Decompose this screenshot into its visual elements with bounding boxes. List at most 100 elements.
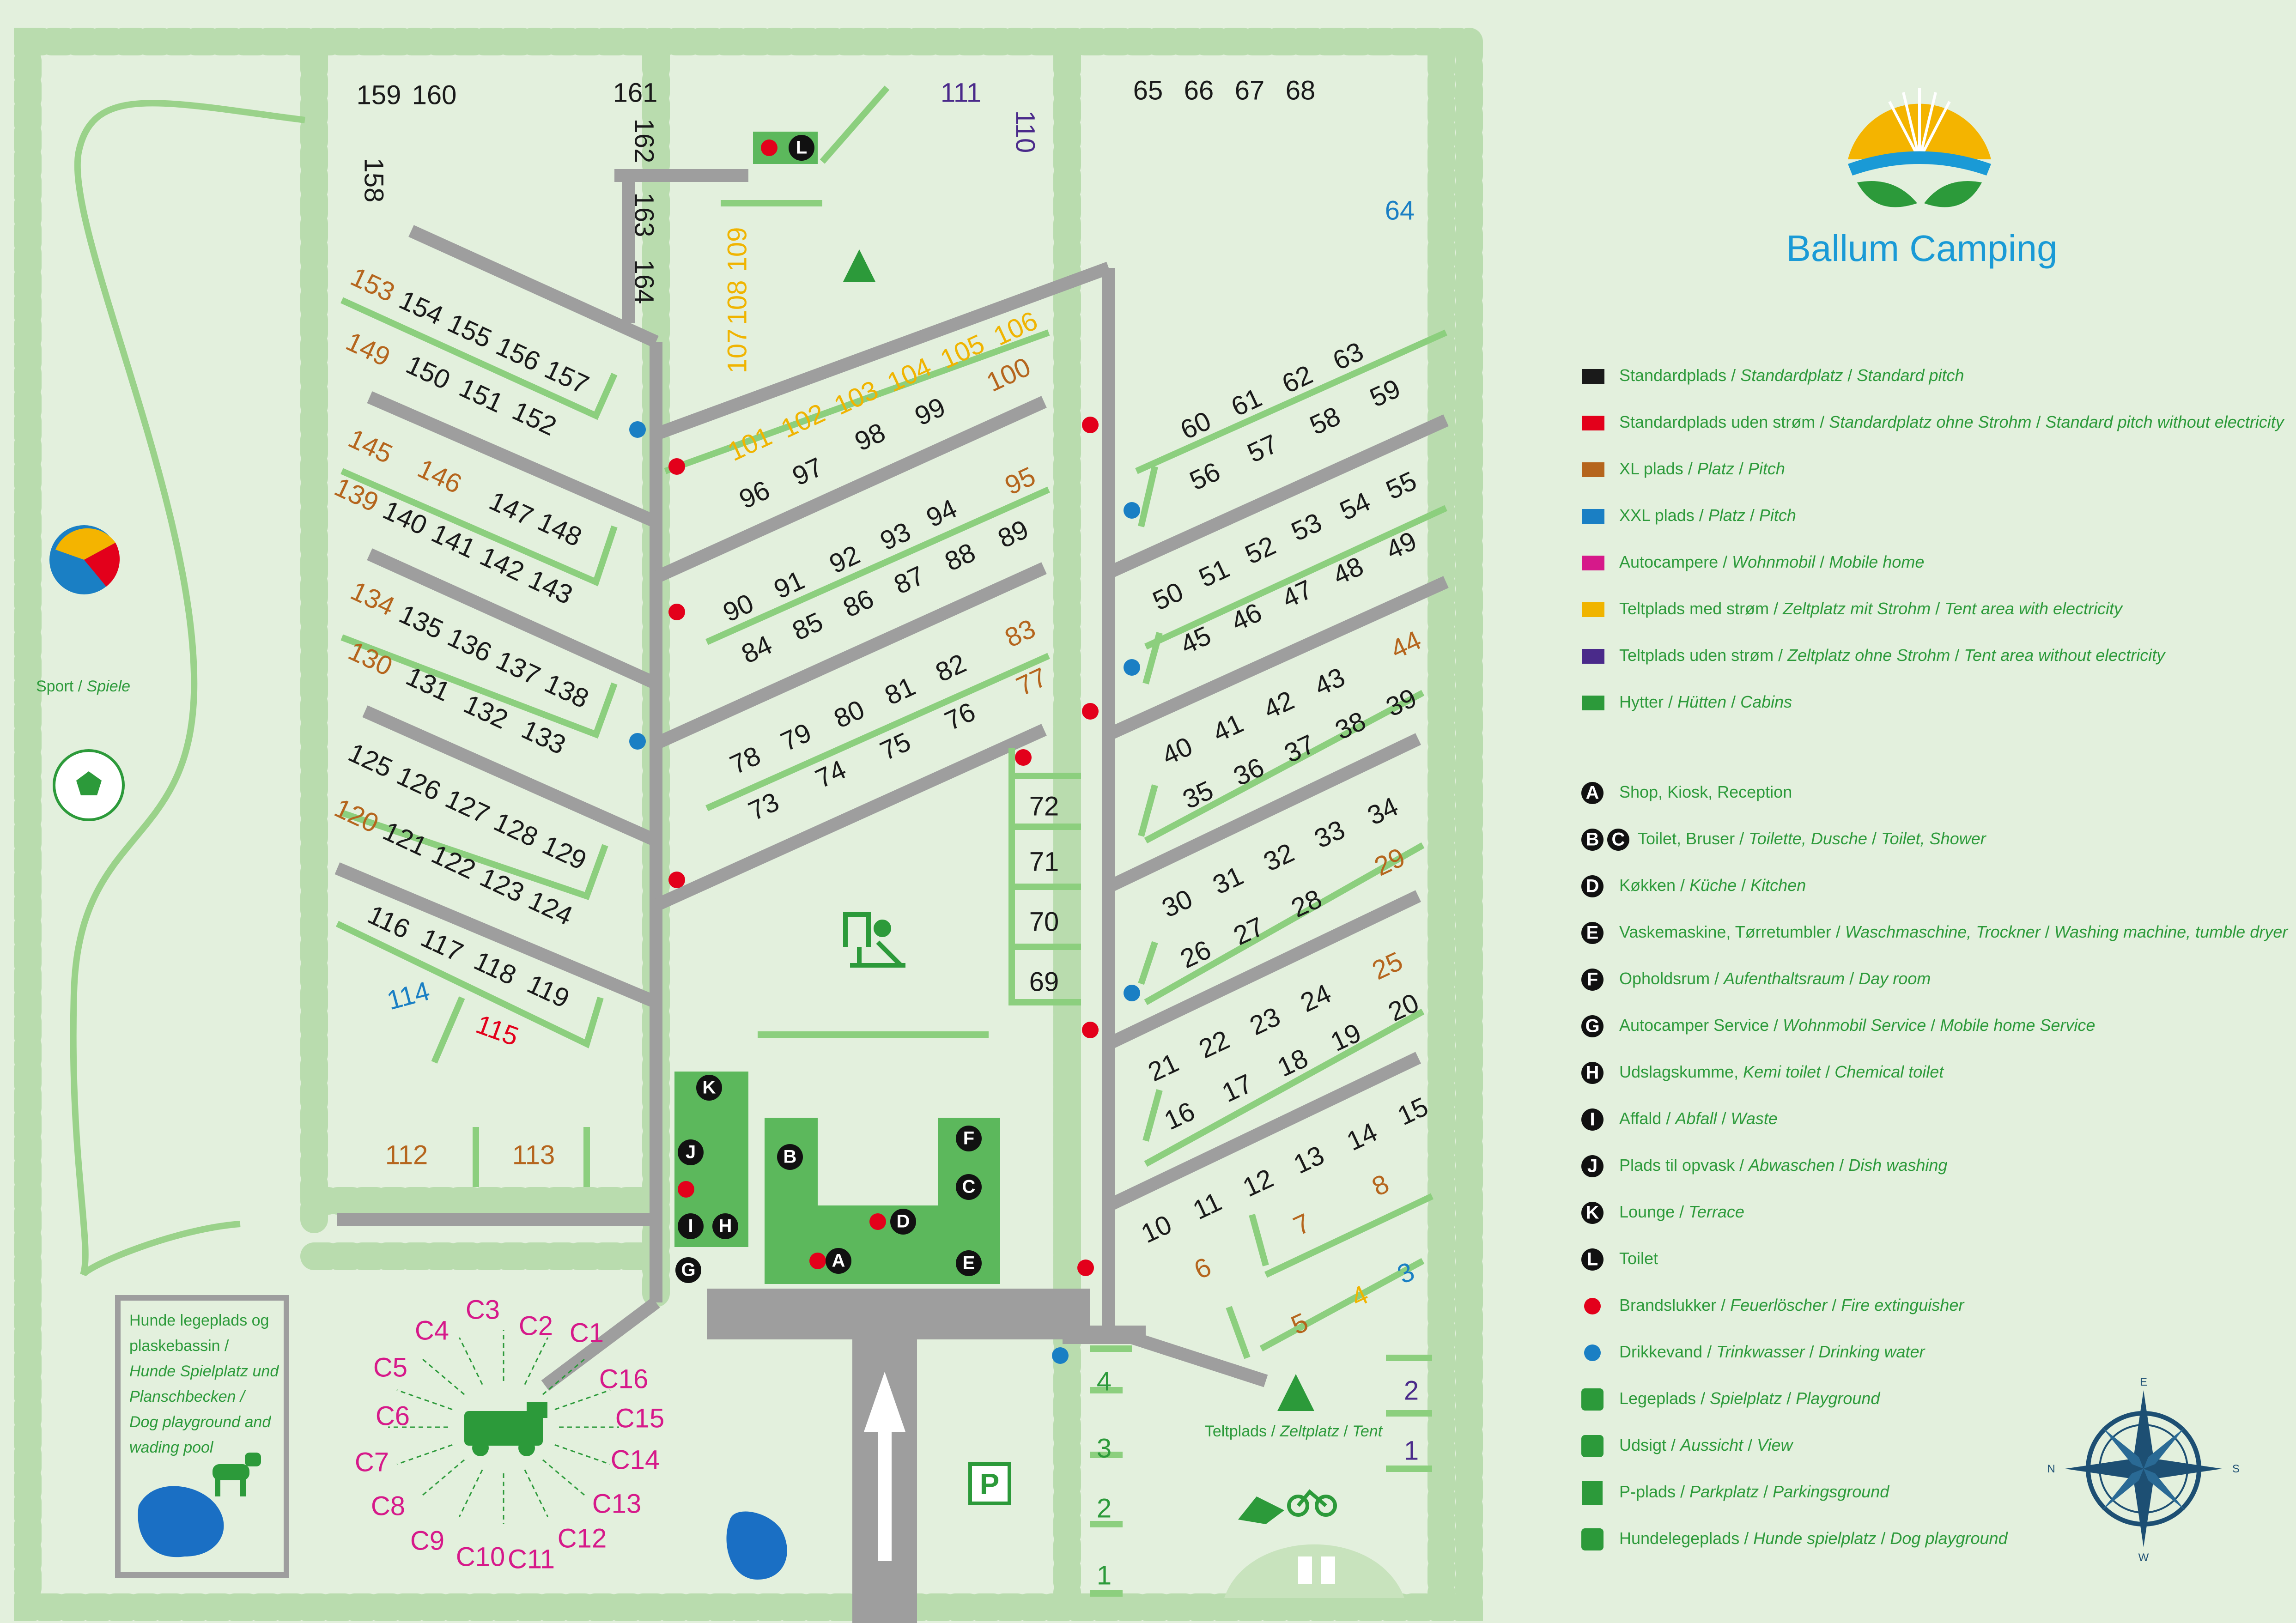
legend-text: Hundelegeplads / Hunde spielplatz / Dog … <box>1619 1529 2008 1548</box>
pitch-number: 4 <box>1097 1366 1112 1396</box>
pitch-number: 160 <box>412 80 457 110</box>
legend-facility-icon <box>1581 1108 1604 1131</box>
pitch-number: C7 <box>355 1447 389 1477</box>
fire-extinguisher-icon <box>1082 1022 1099 1038</box>
legend-text: Udsigt / Aussicht / View <box>1619 1435 1794 1454</box>
legend-facility-icon <box>1607 829 1629 851</box>
pitch-number: C10 <box>456 1542 505 1572</box>
pitch-number: 72 <box>1029 791 1059 821</box>
dog-area-line: plaskebassin / <box>129 1337 229 1355</box>
facility-g-icon <box>675 1257 701 1283</box>
dog-icon <box>1581 1528 1604 1550</box>
fire-extinguisher-icon <box>1082 417 1099 433</box>
dog-area-line: Hunde Spielplatz und <box>129 1363 279 1380</box>
map-markers <box>629 139 1140 1364</box>
legend-text: Køkken / Küche / Kitchen <box>1619 876 1806 895</box>
facility-letter: B <box>784 1147 797 1167</box>
fire-extinguisher-icon <box>1077 1260 1094 1276</box>
legend-swatch <box>1582 509 1604 524</box>
pitch-number: 111 <box>941 78 981 108</box>
pitch-number: 162 <box>629 119 659 164</box>
dog-area-line: Hunde legeplads og <box>129 1312 269 1329</box>
legend-swatch <box>1582 602 1604 617</box>
legend-text: Affald / Abfall / Waste <box>1619 1109 1778 1128</box>
entrance-arrow-icon <box>864 1372 905 1561</box>
legend-swatch <box>1582 462 1604 477</box>
facility-letter: E <box>963 1253 975 1273</box>
facility-letter: D <box>897 1211 910 1232</box>
fire-extinguisher-icon <box>1584 1298 1601 1314</box>
pitch-number: C16 <box>599 1364 648 1394</box>
pitch-number: 163 <box>629 193 659 237</box>
fire-extinguisher-icon <box>678 1181 694 1198</box>
facility-a-icon <box>826 1248 851 1274</box>
legend-facility-letter: D <box>1586 876 1599 896</box>
motorhome-spoke <box>554 1389 611 1411</box>
dog-area-border <box>115 1295 289 1578</box>
legend-facility-icon <box>1581 922 1604 944</box>
drinking-water-icon <box>1584 1344 1601 1361</box>
binoculars-icon <box>1581 1435 1604 1457</box>
facility-i-icon <box>678 1213 704 1239</box>
facility-l-icon <box>789 135 814 161</box>
motorhome-spoke <box>458 1337 483 1385</box>
bike-icon <box>1287 1489 1337 1517</box>
fire-extinguisher-icon <box>668 604 685 620</box>
legend-text: Opholdsrum / Aufenthaltsraum / Day room <box>1619 969 1931 988</box>
legend-text: Standardplads / Standardplatz / Standard… <box>1619 366 1964 385</box>
pitch-number: 67 <box>1235 75 1265 105</box>
pitch-number: C13 <box>592 1489 641 1519</box>
dog-area-line: Dog playground and <box>129 1413 271 1431</box>
facility-k-icon <box>696 1075 722 1101</box>
motorhome-spoke <box>524 1469 549 1517</box>
legend-facility-letter: B <box>1586 830 1599 850</box>
legend-text: Toilet, Bruser / Toilette, Dusche / Toil… <box>1638 829 1987 848</box>
legend-text: Drikkevand / Trinkwasser / Drinking wate… <box>1619 1342 1926 1361</box>
pitch-number: C3 <box>466 1295 500 1325</box>
legend-facility-icon <box>1581 1015 1604 1037</box>
motorhome-spoke <box>421 1358 465 1395</box>
legend-facility-letter: L <box>1587 1249 1598 1270</box>
pitch-number: 1 <box>1097 1560 1112 1590</box>
sun-rays <box>1888 88 1951 160</box>
facility-letter: K <box>703 1078 716 1098</box>
parking-icon <box>1582 1481 1603 1505</box>
pond <box>726 1511 787 1580</box>
binoculars-icon <box>1298 1556 1335 1584</box>
brand-logo: Ballum Camping <box>1786 88 2057 269</box>
pitch-number: 112 <box>385 1140 428 1170</box>
facility-letter: A <box>832 1251 845 1271</box>
pitch-number: 107 <box>722 329 752 374</box>
motorhome-spoke <box>458 1469 483 1517</box>
legend: Standardplads / Standardplatz / Standard… <box>1581 366 2289 1550</box>
legend-facility-icon <box>1581 782 1604 804</box>
pitch-number: 110 <box>1010 110 1040 153</box>
drinking-water-icon <box>1124 659 1140 676</box>
legend-text: Standardplads uden strøm / Standardplatz… <box>1619 412 2285 431</box>
legend-text: Plads til opvask / Abwaschen / Dish wash… <box>1619 1156 1947 1175</box>
service-building <box>765 1118 1000 1284</box>
beach-ball-icon <box>49 525 120 594</box>
legend-facility-letter: E <box>1586 923 1599 943</box>
legend-facility-letter: I <box>1590 1109 1595 1130</box>
legend-facility-letter: C <box>1612 830 1625 850</box>
motorhome-spoke <box>396 1444 453 1465</box>
legend-text: XL plads / Platz / Pitch <box>1619 459 1785 478</box>
legend-facility-letter: H <box>1586 1063 1599 1083</box>
legend-facility-letter: G <box>1585 1016 1599 1036</box>
tent-icon-east <box>1277 1374 1314 1411</box>
pitch-number: 3 <box>1097 1433 1112 1463</box>
legend-facility-icon <box>1581 1155 1604 1177</box>
legend-text: Lounge / Terrace <box>1619 1202 1744 1221</box>
compass-rose-icon: E N S W <box>2047 1376 2240 1564</box>
legend-text: Vaskemaskine, Tørretumbler / Waschmaschi… <box>1619 922 2289 941</box>
sport-label: Sport / Spiele <box>36 678 130 695</box>
facility-f-icon <box>956 1126 982 1151</box>
fire-extinguisher-icon <box>809 1253 826 1269</box>
pitch-number: C8 <box>371 1491 405 1521</box>
legend-swatch <box>1582 556 1604 570</box>
pitch-number: 68 <box>1286 75 1316 105</box>
pitch-number: 1 <box>1404 1435 1419 1466</box>
motorhome-circle <box>388 1330 619 1524</box>
